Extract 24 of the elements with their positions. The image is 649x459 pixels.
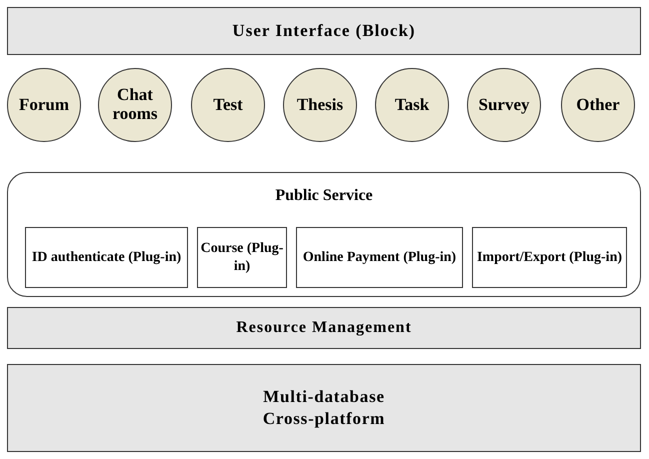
layer-label: Public Service — [275, 187, 373, 205]
layer-label: Survey — [478, 96, 530, 114]
layer-label: ID authenticate (Plug-in) — [32, 248, 182, 266]
plugin-box — [197, 227, 287, 288]
layer-label: User Interface (Block) — [232, 21, 416, 41]
layer-label: Online Payment (Plug-in) — [302, 248, 456, 266]
ui-layer-band — [7, 7, 641, 55]
layer-label: Chat rooms — [111, 86, 158, 124]
layer-label: Forum — [18, 96, 70, 114]
service-panel — [7, 172, 641, 297]
layer-label: Multi-database — [263, 386, 385, 408]
plugin-box — [25, 227, 188, 288]
platform-layer-band — [7, 364, 641, 452]
layer-label: Test — [213, 96, 243, 114]
layer-label: Cross-platform — [262, 408, 386, 430]
layer-label: Resource Management — [236, 319, 412, 337]
layer-label: Course (Plug-in) — [200, 240, 284, 275]
layer-label: Import/Export (Plug-in) — [476, 248, 622, 266]
layer-label: Task — [394, 96, 430, 114]
resource-layer-band — [7, 307, 641, 349]
plugin-box — [472, 227, 627, 288]
layer-label: Thesis — [296, 96, 344, 114]
layer-label: Other — [576, 96, 620, 114]
plugin-box — [296, 227, 463, 288]
